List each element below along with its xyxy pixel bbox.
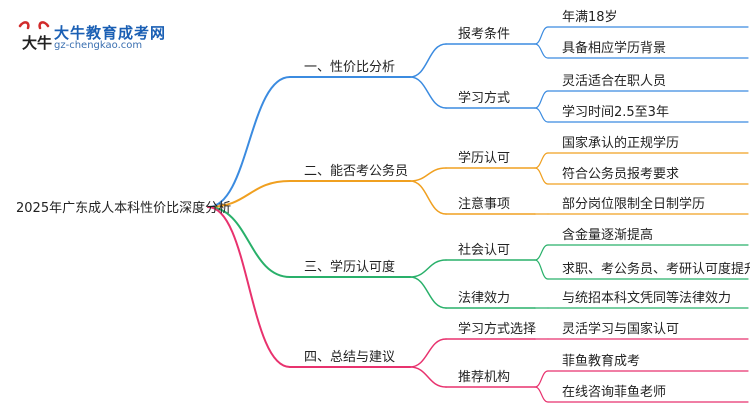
leaf-label: 含金量逐渐提高	[562, 227, 653, 243]
leaf-label: 灵活学习与国家认可	[562, 321, 679, 337]
leaf-edge	[534, 43, 549, 59]
sub-topic-label: 注意事项	[458, 196, 510, 212]
leaf-label: 国家承认的正规学历	[562, 135, 679, 151]
svg-text:大牛: 大牛	[22, 34, 52, 52]
sub-edge	[409, 76, 447, 109]
leaf-edge	[534, 90, 549, 109]
leaf-label: 求职、考公务员、考研认可度提升	[562, 261, 750, 277]
sub-edge	[409, 338, 447, 368]
leaf-label: 部分岗位限制全日制学历	[562, 196, 705, 212]
sub-topic-label: 报考条件	[458, 26, 510, 42]
brand-name: 大牛教育成考网	[54, 24, 167, 42]
branch-label: 一、性价比分析	[304, 60, 395, 75]
branch-edge	[207, 180, 291, 208]
sub-topic-label: 学习方式选择	[458, 321, 536, 337]
sub-topic-label: 学习方式	[458, 90, 510, 106]
sub-topic-label: 社会认可	[458, 242, 510, 258]
sub-edge	[409, 276, 447, 309]
leaf-edge	[534, 244, 549, 261]
sub-edge	[409, 43, 447, 78]
mind-map-nodes: 2025年广东成人本科性价比深度分析 一、性价比分析 报考条件 年满18岁具备相应学历…	[16, 10, 750, 400]
leaf-edge	[534, 26, 549, 45]
sub-edge	[409, 180, 447, 215]
sub-topic-label: 推荐机构	[458, 370, 510, 385]
leaf-label: 与统招本科文凭同等法律效力	[562, 290, 731, 306]
leaf-label: 灵活适合在职人员	[562, 74, 666, 89]
branch-edge	[207, 206, 291, 278]
sub-topic-label: 学历认可	[458, 150, 510, 166]
leaf-edge	[534, 386, 549, 403]
leaf-edge	[534, 107, 549, 123]
leaf-edge	[534, 370, 549, 388]
leaf-edge	[534, 259, 549, 280]
brand-url: gz-chengkao.com	[54, 40, 143, 51]
leaf-edge	[534, 152, 549, 169]
sub-edge	[409, 259, 447, 278]
mind-map-edges	[207, 26, 749, 403]
branch-label: 三、学历认可度	[304, 259, 395, 275]
sub-edge	[409, 167, 447, 182]
leaf-label: 具备相应学历背景	[562, 40, 666, 56]
branch-label: 二、能否考公务员	[304, 163, 408, 179]
leaf-label: 年满18岁	[562, 10, 618, 25]
branch-label: 四、总结与建议	[304, 350, 395, 365]
leaf-label: 符合公务员报考要求	[562, 166, 679, 182]
leaf-label: 学习时间2.5至3年	[562, 104, 669, 120]
leaf-edge	[534, 167, 549, 185]
leaf-label: 在线咨询菲鱼老师	[562, 384, 666, 400]
branch-edge	[207, 206, 291, 368]
sub-topic-label: 法律效力	[458, 291, 510, 306]
root-topic: 2025年广东成人本科性价比深度分析	[16, 200, 231, 216]
sub-edge	[409, 366, 447, 388]
bull-logo-icon: 大牛	[18, 21, 52, 52]
branch-edge	[207, 76, 291, 208]
leaf-label: 菲鱼教育成考	[562, 353, 640, 369]
